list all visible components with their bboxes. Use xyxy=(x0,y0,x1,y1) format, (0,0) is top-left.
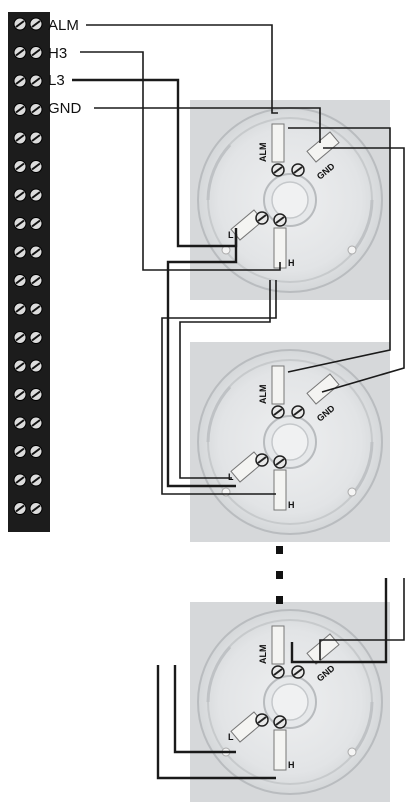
screw-slot xyxy=(15,390,25,399)
terminal-screw-row xyxy=(13,274,43,287)
terminal-screw-row xyxy=(13,131,43,145)
terminal-screw-row xyxy=(13,302,43,316)
screw-slot xyxy=(15,333,25,342)
terminal-screw-row xyxy=(13,17,43,31)
screw-slot xyxy=(15,191,25,199)
screw-slot xyxy=(31,447,41,456)
screw-slot xyxy=(15,134,25,142)
screw-slot xyxy=(31,191,41,199)
wire-h-1-2 xyxy=(161,280,277,495)
screw-slot xyxy=(31,248,41,256)
terminal-screw-row xyxy=(13,416,43,430)
detector-base-2: ALM GND L H xyxy=(188,340,392,544)
terminal-label-alm: ALM xyxy=(48,17,79,34)
gnd-pad xyxy=(306,373,340,405)
screw-slot xyxy=(15,476,25,484)
screw-slot xyxy=(31,20,41,28)
wire-gnd-3 xyxy=(319,578,405,660)
screw-slot xyxy=(31,504,41,513)
screw-slot xyxy=(15,362,25,370)
wire-gnd-in xyxy=(94,107,321,143)
screw-slot xyxy=(15,219,25,228)
screw-slot xyxy=(31,77,41,85)
screw-slot xyxy=(15,20,25,28)
screw-slot xyxy=(15,77,25,85)
screw-slot xyxy=(15,162,25,171)
screw-slot xyxy=(31,476,41,484)
l-label: L xyxy=(228,732,234,742)
screw-slot xyxy=(15,276,25,285)
gnd-pad xyxy=(306,131,340,163)
wire-alm-3 xyxy=(290,578,388,664)
alm-pad xyxy=(271,365,285,405)
detector-base-1: ALM GND L H xyxy=(188,98,392,302)
wire-gnd-1-2 xyxy=(321,147,405,393)
terminal-screw-row xyxy=(13,217,43,230)
screw-slot xyxy=(31,48,41,57)
screw-slot xyxy=(15,105,25,114)
h-label: H xyxy=(288,760,295,770)
alm-pad xyxy=(271,625,285,665)
screw-slot xyxy=(15,48,25,57)
l-label: L xyxy=(228,472,234,482)
terminal-screw-row xyxy=(13,103,43,116)
alm-label: ALM xyxy=(258,645,268,665)
continuation-dots xyxy=(276,546,283,604)
wires xyxy=(72,24,405,780)
screw-slot xyxy=(31,390,41,399)
screw-slot xyxy=(15,504,25,513)
terminal-strip xyxy=(8,12,50,532)
h-pad xyxy=(273,729,287,771)
wire-l-1-2 xyxy=(166,234,238,488)
screw-slot xyxy=(31,134,41,142)
terminal-screw-row xyxy=(13,188,43,202)
terminal-screw-row xyxy=(13,502,43,515)
terminal-screw-row xyxy=(13,388,43,401)
screw-slot xyxy=(31,333,41,342)
terminal-screw-row xyxy=(13,359,43,373)
wire-alm-1-2 xyxy=(287,127,391,373)
terminal-label-l3: L3 xyxy=(48,72,65,89)
wire-alm-in xyxy=(86,24,278,114)
screw-slot xyxy=(31,362,41,370)
terminal-label-h3: H3 xyxy=(48,45,67,62)
screw-slot xyxy=(31,305,41,313)
detector-base-3: ALM GND L H xyxy=(188,600,392,804)
wire-h3-in xyxy=(80,51,281,271)
terminal-screw-row xyxy=(13,473,43,487)
wire-l-3 xyxy=(173,665,236,754)
terminal-screw-row xyxy=(13,46,43,59)
screw-slot xyxy=(31,105,41,114)
wire-h-3 xyxy=(156,665,276,780)
terminal-screw-row xyxy=(13,331,43,344)
h-pad xyxy=(273,469,287,511)
screw-slot xyxy=(31,219,41,228)
screw-slot xyxy=(31,276,41,285)
alm-label: ALM xyxy=(258,143,268,163)
terminal-block xyxy=(8,12,50,532)
screw-slot xyxy=(15,419,25,427)
screw-slot xyxy=(15,447,25,456)
terminal-screw-row xyxy=(13,245,43,259)
wire-h-1-2b xyxy=(179,280,271,479)
screw-slot xyxy=(15,305,25,313)
screw-slot xyxy=(31,419,41,427)
terminal-screw-row xyxy=(13,160,43,173)
l-label: L xyxy=(228,230,234,240)
terminal-screw-row xyxy=(13,74,43,88)
screw-slot xyxy=(15,248,25,256)
h-label: H xyxy=(288,500,295,510)
screw-slot xyxy=(31,162,41,171)
terminal-screw-row xyxy=(13,445,43,458)
alm-pad xyxy=(271,123,285,163)
alm-label: ALM xyxy=(258,385,268,405)
terminal-label-gnd: GND xyxy=(48,100,82,117)
h-label: H xyxy=(288,258,295,268)
